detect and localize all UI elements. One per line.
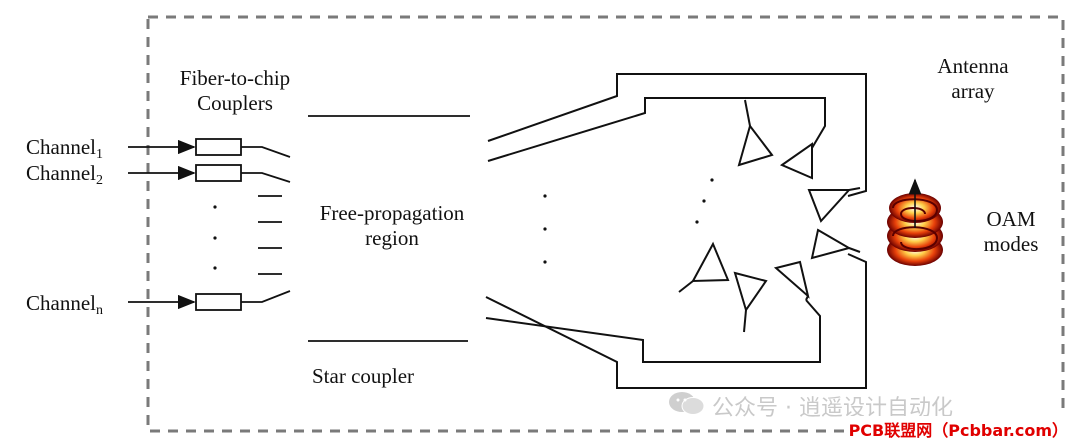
antenna-element: [810, 228, 861, 260]
outer-upper-guide: [487, 73, 867, 197]
coupler-box-1: [195, 138, 242, 156]
free-propagation-line1: Free-propagation: [319, 201, 465, 225]
channel-1-subscript: 1: [95, 147, 103, 162]
oam-modes-label: OAM modes: [966, 207, 1056, 257]
input-waveguides: [241, 146, 291, 303]
region-ellipsis: [543, 178, 714, 264]
antenna-element: [807, 187, 861, 223]
star-coupler-label: Star coupler: [312, 364, 414, 389]
antenna-array-label: Antenna array: [918, 54, 1028, 104]
antenna-element: [773, 260, 810, 301]
coupler-box-n: [195, 293, 242, 311]
channel-2-label: Channel2: [26, 161, 103, 193]
channel-ellipsis: [213, 205, 217, 270]
antenna-label-line1: Antenna: [937, 54, 1009, 78]
waveguide-n: [241, 290, 291, 303]
channel-n-label: Channeln: [26, 291, 103, 323]
credit-badge: PCB联盟网（Pcbbar.com）: [844, 416, 1072, 442]
star-coupler-text: Star coupler: [312, 364, 415, 388]
star-coupler-lines: [308, 115, 470, 342]
couplers-label-line1: Fiber-to-chip: [179, 66, 291, 90]
channel-1-label: Channel1: [26, 135, 103, 167]
channel-1-text: Channel: [26, 135, 96, 159]
free-propagation-line2: region: [365, 226, 419, 250]
waveguide-1: [241, 146, 291, 158]
oam-label-line2: modes: [983, 232, 1039, 256]
coupler-box-2: [195, 164, 242, 182]
antenna-elements: [678, 99, 861, 333]
coupler-boxes: [195, 138, 242, 311]
antenna-element: [733, 271, 768, 333]
wechat-icon: [669, 392, 705, 415]
oam-beam-icon: [887, 178, 943, 266]
oam-label-line1: OAM: [986, 207, 1036, 231]
output-waveguide-structure: [485, 73, 867, 389]
couplers-label: Fiber-to-chip Couplers: [160, 66, 310, 116]
waveguide-2: [241, 172, 291, 183]
channel-n-subscript: n: [95, 303, 103, 318]
inner-upper-guide: [487, 97, 826, 162]
couplers-label-line2: Couplers: [197, 91, 273, 115]
channel-2-subscript: 2: [95, 173, 103, 188]
inner-lower-guide: [485, 299, 821, 363]
channel-arrows: [128, 139, 196, 310]
channel-n-text: Channel: [26, 291, 96, 315]
outer-lower-guide: [485, 253, 867, 389]
dashed-border: [146, 15, 1065, 433]
free-propagation-label: Free-propagation region: [300, 201, 484, 251]
antenna-element: [779, 142, 813, 180]
antenna-element: [737, 99, 774, 167]
antenna-label-line2: array: [951, 79, 995, 103]
channel-2-text: Channel: [26, 161, 96, 185]
antenna-element: [678, 241, 730, 293]
